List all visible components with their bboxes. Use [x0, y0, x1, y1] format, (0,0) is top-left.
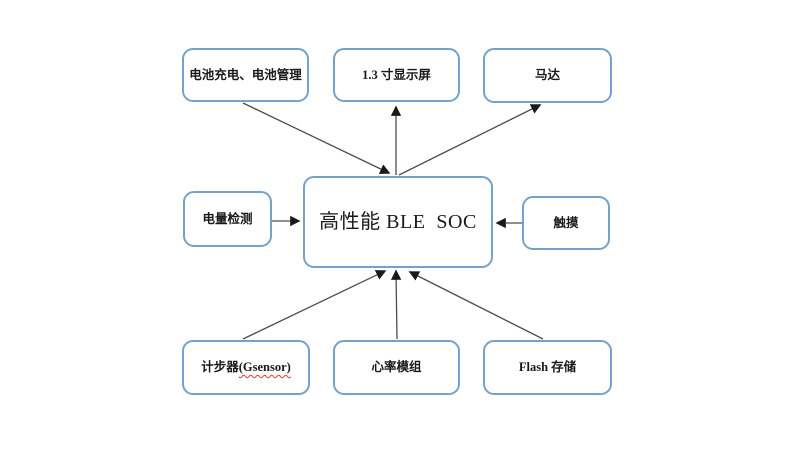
node-flash-storage-label: Flash 存储: [518, 360, 577, 374]
node-battery-management-label: 电池充电、电池管理: [189, 67, 302, 82]
node-touch: 触摸: [522, 196, 610, 250]
node-motor: 马达: [483, 48, 612, 103]
node-pedometer-label: 计步器: [201, 360, 239, 374]
arrow-flash-to-soc: [408, 271, 544, 340]
node-heart-rate-module: 心率模组: [333, 340, 460, 395]
arrow-pedometer-to-soc: [242, 270, 387, 340]
node-battery-management: 电池充电、电池管理: [182, 48, 309, 102]
node-touch-label: 触摸: [553, 215, 579, 230]
node-display-screen-label: 1.3 寸显示屏: [362, 67, 431, 82]
node-pedometer: 计步器(Gsensor): [182, 340, 310, 395]
node-ble-soc-center: 高性能 BLE SOC: [303, 176, 493, 268]
arrow-battery-to-soc: [242, 102, 391, 174]
node-motor-label: 马达: [534, 68, 560, 82]
node-power-detect: 电量检测: [183, 191, 272, 247]
node-flash-storage: Flash 存储: [483, 340, 612, 395]
node-power-detect-label: 电量检测: [202, 211, 253, 226]
node-display-screen: 1.3 寸显示屏: [333, 48, 460, 102]
arrow-heart-rate-to-soc: [390, 269, 402, 340]
node-ble-soc-label: 高性能 BLE SOC: [319, 211, 477, 233]
arrow-soc-to-motor: [398, 104, 542, 176]
node-heart-rate-module-label: 心率模组: [371, 360, 422, 374]
node-pedometer-gsensor-label: (Gsensor): [238, 360, 291, 374]
